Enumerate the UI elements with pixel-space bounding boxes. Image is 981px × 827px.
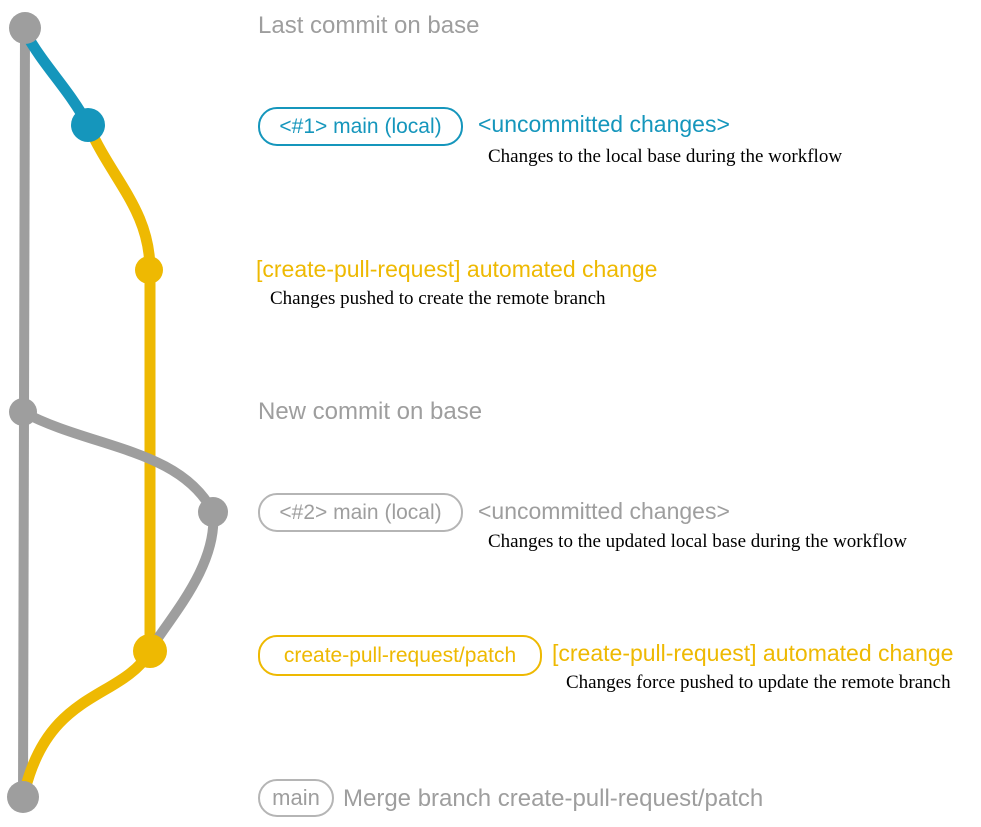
caption-push-create-remote: Changes pushed to create the remote bran… [270, 288, 606, 309]
local-branch-line-2 [18, 407, 218, 517]
commit-node-remote-2 [133, 634, 167, 668]
heading-automated-change-2: [create-pull-request] automated change [552, 640, 954, 666]
merge-line [19, 646, 156, 796]
rebase-line [145, 507, 219, 655]
remote-branch-create-line [82, 119, 156, 276]
branch-badge-main-local-2-label: <#2> main (local) [279, 500, 442, 524]
caption-local-base-changes-2: Changes to the updated local base during… [488, 531, 907, 552]
heading-merge-branch: Merge branch create-pull-request/patch [343, 785, 764, 812]
heading-uncommitted-changes-2: <uncommitted changes> [478, 498, 730, 524]
commit-node-local-1 [71, 108, 105, 142]
branch-badge-main-local-1: <#1> main (local) [258, 107, 463, 146]
commit-node-new-base [9, 398, 37, 426]
heading-uncommitted-changes-1: <uncommitted changes> [478, 111, 730, 137]
section-label-new-commit: New commit on base [258, 398, 483, 425]
commit-node-remote-1 [135, 256, 163, 284]
branch-badge-main: main [258, 779, 334, 817]
heading-automated-change-1: [create-pull-request] automated change [256, 256, 658, 282]
commit-node-local-2 [198, 497, 228, 527]
branch-badge-main-label: main [272, 785, 320, 810]
commit-node-merge [7, 781, 39, 813]
branch-badge-main-local-1-label: <#1> main (local) [279, 114, 442, 138]
branch-badge-main-local-2: <#2> main (local) [258, 493, 463, 532]
section-label-last-commit: Last commit on base [258, 12, 480, 39]
branch-badge-create-pull-request-patch: create-pull-request/patch [258, 635, 542, 676]
caption-force-push-remote: Changes force pushed to update the remot… [566, 672, 951, 693]
caption-local-base-changes-1: Changes to the local base during the wor… [488, 146, 843, 167]
branch-badge-create-pull-request-patch-label: create-pull-request/patch [283, 643, 517, 667]
commit-node-last-base [9, 12, 41, 44]
